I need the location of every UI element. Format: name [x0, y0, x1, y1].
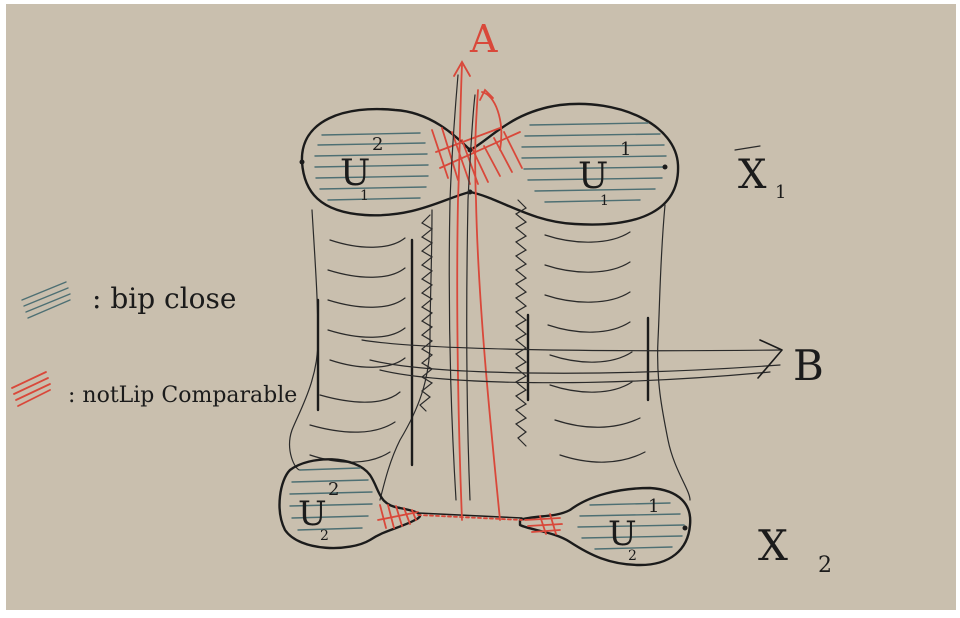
arrow-to-b-1: [362, 340, 780, 351]
label-x2: X: [758, 521, 788, 570]
label-b: B: [793, 341, 824, 390]
arrow-to-b-3: [380, 370, 770, 383]
label-u1-1-sup: 1: [620, 139, 631, 160]
right-zigzag: [516, 200, 526, 446]
right-tube-curves: [545, 232, 645, 462]
left-tube-outer: [290, 210, 318, 470]
label-u2-1-sup: 1: [648, 496, 659, 517]
left-edge-dot: [300, 160, 305, 165]
label-u1-1: U: [578, 156, 608, 197]
left-tube-inner: [380, 210, 432, 500]
red-hatch-top-waist: [432, 128, 522, 184]
right-edge-dot: [663, 165, 668, 170]
label-u2-2-sup: 2: [328, 479, 339, 500]
label-u1-1-sub: 1: [600, 193, 609, 209]
legend-blue-swatch: [22, 282, 70, 318]
label-x1: X: [738, 152, 767, 198]
label-x2-sub: 2: [818, 553, 832, 578]
label-a: A: [469, 17, 498, 61]
bottom-right-dot: [683, 526, 688, 531]
label-u2-1-sub: 2: [628, 548, 637, 564]
x1-overbar: [735, 146, 760, 150]
label-u1-2-sub: 1: [360, 188, 369, 204]
legend-red-label: : notLip Comparable: [68, 383, 297, 408]
label-u1-2-sup: 2: [372, 134, 383, 155]
label-x1-sub: 1: [775, 182, 786, 203]
legend-red-swatch: [12, 372, 50, 406]
legend-blue-label: : bip close: [92, 282, 236, 315]
arrow-to-b-2: [370, 360, 780, 373]
right-tube-outer: [658, 205, 690, 500]
left-tube-curves: [310, 238, 405, 462]
label-u2-2-sub: 2: [320, 528, 329, 544]
red-path-a-left: [457, 65, 462, 520]
waist-dot-top: [468, 148, 473, 153]
